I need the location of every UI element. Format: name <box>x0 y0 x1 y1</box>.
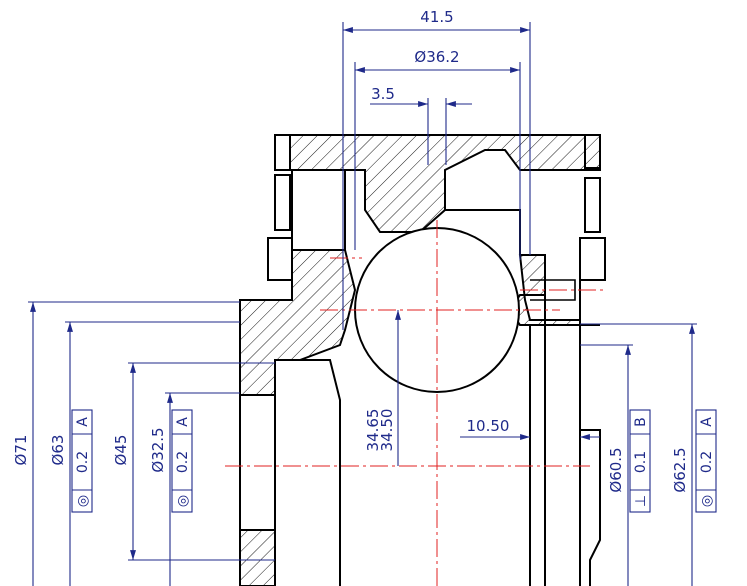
svg-text:0.2: 0.2 <box>75 451 91 473</box>
svg-text:A: A <box>699 417 715 427</box>
svg-text:A: A <box>175 417 191 427</box>
section-body <box>239 134 601 586</box>
gdt-frame-4: ◎ 0.2 A <box>695 409 717 513</box>
svg-text:B: B <box>633 417 649 427</box>
outline <box>239 134 606 586</box>
dim-dia-60-5: Ø60.5 <box>607 447 625 492</box>
gdt-frame-2: ◎ 0.2 A <box>171 409 193 513</box>
dim-dia-71: Ø71 <box>12 435 30 466</box>
svg-text:A: A <box>75 417 91 427</box>
dim-dia-62-5: Ø62.5 <box>671 447 689 492</box>
concentricity-icon: ◎ <box>175 495 191 507</box>
concentricity-icon: ◎ <box>699 495 715 507</box>
dim-41-5: 41.5 <box>420 8 453 26</box>
dim-34-65: 34.65 <box>364 409 382 452</box>
gdt-frame-3: ⊥ 0.1 B <box>629 409 651 513</box>
dim-3-5: 3.5 <box>371 85 395 103</box>
crown-section <box>289 134 601 233</box>
dimension-lines <box>28 22 697 586</box>
dim-dia-32-5: Ø32.5 <box>149 427 167 472</box>
svg-text:0.2: 0.2 <box>175 451 191 473</box>
dim-dia-45: Ø45 <box>112 435 130 466</box>
svg-text:0.1: 0.1 <box>633 451 649 473</box>
dim-dia-63: Ø63 <box>49 435 67 466</box>
perpendicularity-icon: ⊥ <box>633 495 649 507</box>
left-lower-section <box>239 529 276 586</box>
gdt-frame-1: ◎ 0.2 A <box>71 409 93 513</box>
centerlines <box>225 220 605 586</box>
dim-10-50: 10.50 <box>467 417 510 435</box>
svg-text:0.2: 0.2 <box>699 451 715 473</box>
dim-dia-36-2: Ø36.2 <box>414 48 459 66</box>
dim-34-50: 34.50 <box>378 409 396 452</box>
concentricity-icon: ◎ <box>75 495 91 507</box>
left-wall-section <box>239 249 357 396</box>
